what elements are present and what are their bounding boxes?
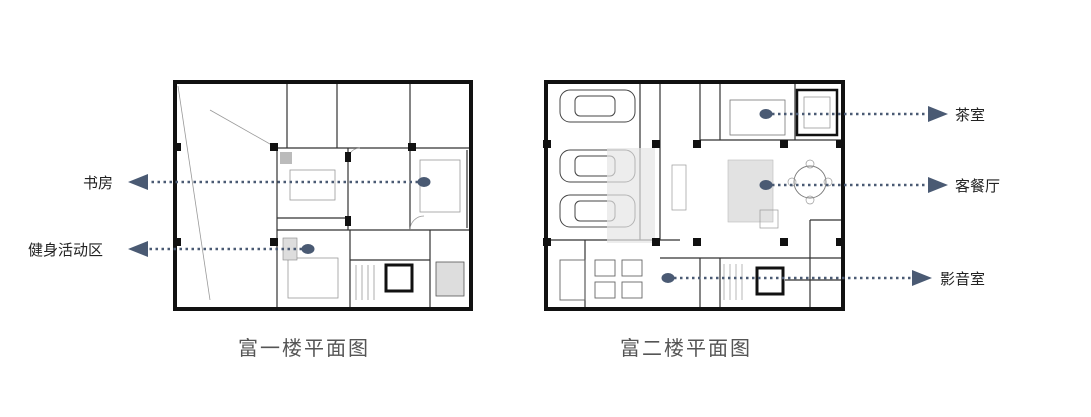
leader-living — [759, 177, 948, 193]
leader-gym — [128, 241, 315, 257]
callout-label-tea: 茶室 — [955, 106, 986, 124]
floor1-caption: 富一楼平面图 — [238, 336, 370, 360]
floor2-caption: 富二楼平面图 — [620, 336, 752, 360]
floor2-plan — [543, 80, 845, 311]
callout-leaders — [128, 106, 948, 286]
leader-cinema — [661, 270, 932, 286]
callout-label-gym: 健身活动区 — [28, 241, 104, 259]
floor1-plan — [173, 80, 473, 311]
leader-study — [128, 174, 431, 190]
leader-tea — [759, 106, 948, 122]
callout-label-living: 客餐厅 — [955, 177, 1001, 195]
callout-label-cinema: 影音室 — [940, 270, 986, 288]
callout-label-study: 书房 — [83, 174, 114, 192]
